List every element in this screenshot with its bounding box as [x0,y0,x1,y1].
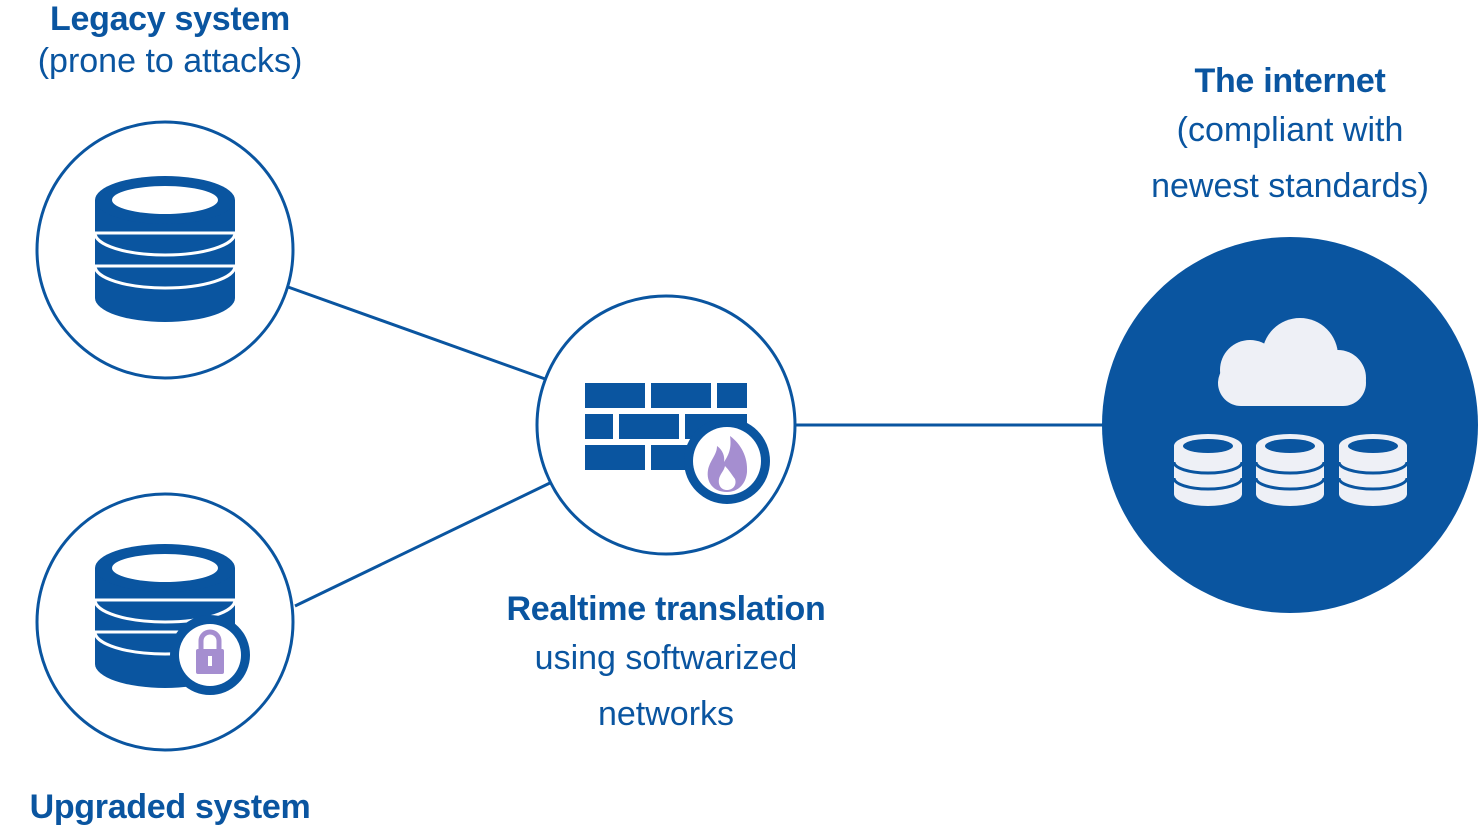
translation-subtitle-line2: networks [597,694,735,733]
translation-title: Realtime translation [506,590,826,628]
flame-icon [684,418,770,504]
legacy-node [35,120,295,380]
legacy-system-label: Legacy system (prone to attacks) [0,2,340,78]
internet-title: The internet [1194,62,1386,100]
internet-label: The internet (compliant with newest stan… [1100,64,1480,210]
legacy-system-subtitle: (prone to attacks) [37,42,303,80]
translation-node [535,294,797,556]
translation-subtitle-line1: using softwarized [534,639,798,677]
server-stack-icon [1172,434,1409,506]
edge-legacy-to-translation [287,285,549,382]
internet-subtitle-line1: (compliant with [1176,111,1404,149]
upgraded-system-label: Upgraded system [0,790,340,824]
cloud-icon [1218,318,1366,406]
internet-node [1102,237,1478,613]
internet-subtitle-line2: newest standards) [1151,166,1429,205]
translation-label: Realtime translation using softwarized n… [456,592,876,738]
legacy-system-title: Legacy system [50,0,290,38]
lock-icon [170,615,250,695]
database-icon [93,176,237,322]
upgraded-system-title: Upgraded system [29,788,311,826]
upgraded-node [35,492,295,752]
edge-upgraded-to-translation [294,480,553,608]
